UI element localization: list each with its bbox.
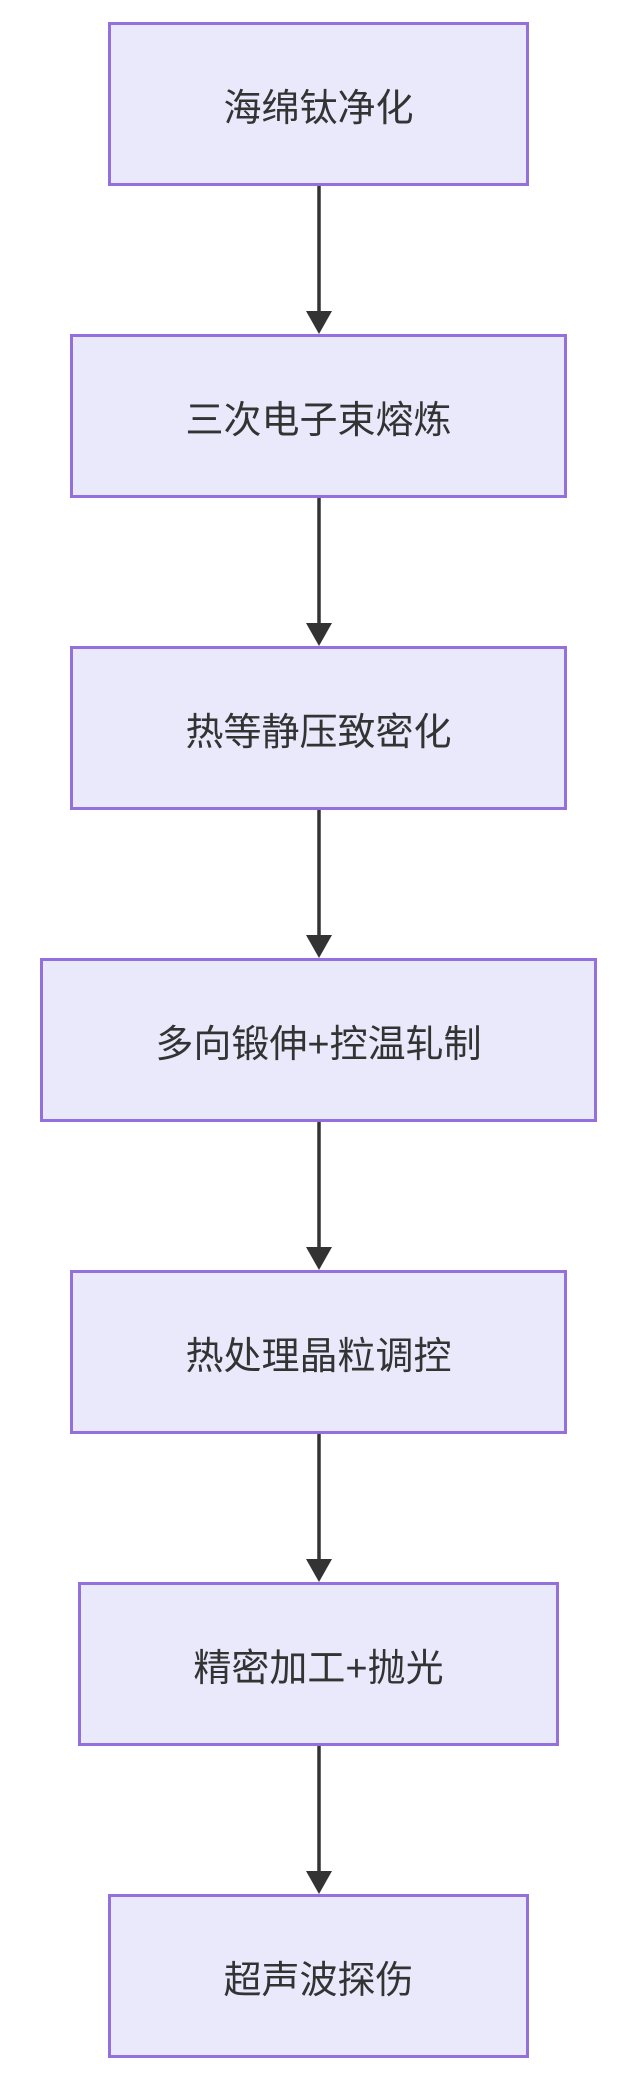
arrow-down-icon — [305, 1434, 332, 1582]
flow-node-hot-isostatic-pressing: 热等静压致密化 — [70, 646, 567, 810]
flow-node-label: 热等静压致密化 — [185, 711, 452, 754]
arrow-down-icon — [305, 1746, 332, 1894]
flow-node-heat-treatment-grain-control: 热处理晶粒调控 — [70, 1270, 567, 1434]
flow-node-label: 多向锻伸+控温轧制 — [155, 1023, 482, 1066]
flow-node-label: 超声波探伤 — [223, 1959, 414, 2002]
flow-node-label: 三次电子束熔炼 — [185, 399, 452, 442]
flow-node-label: 海绵钛净化 — [223, 87, 414, 130]
flow-node-ultrasonic-flaw-detection: 超声波探伤 — [108, 1894, 529, 2058]
flow-node-sponge-titanium-purification: 海绵钛净化 — [108, 22, 529, 186]
arrow-down-icon — [305, 186, 332, 334]
flow-node-label: 精密加工+抛光 — [193, 1647, 444, 1690]
arrow-down-icon — [305, 1122, 332, 1270]
flow-node-multidirectional-forging-rolling: 多向锻伸+控温轧制 — [40, 958, 597, 1122]
arrow-down-icon — [305, 810, 332, 958]
flow-node-label: 热处理晶粒调控 — [185, 1335, 452, 1378]
arrow-down-icon — [305, 498, 332, 646]
flow-node-electron-beam-melting: 三次电子束熔炼 — [70, 334, 567, 498]
flow-node-precision-machining-polishing: 精密加工+抛光 — [78, 1582, 559, 1746]
